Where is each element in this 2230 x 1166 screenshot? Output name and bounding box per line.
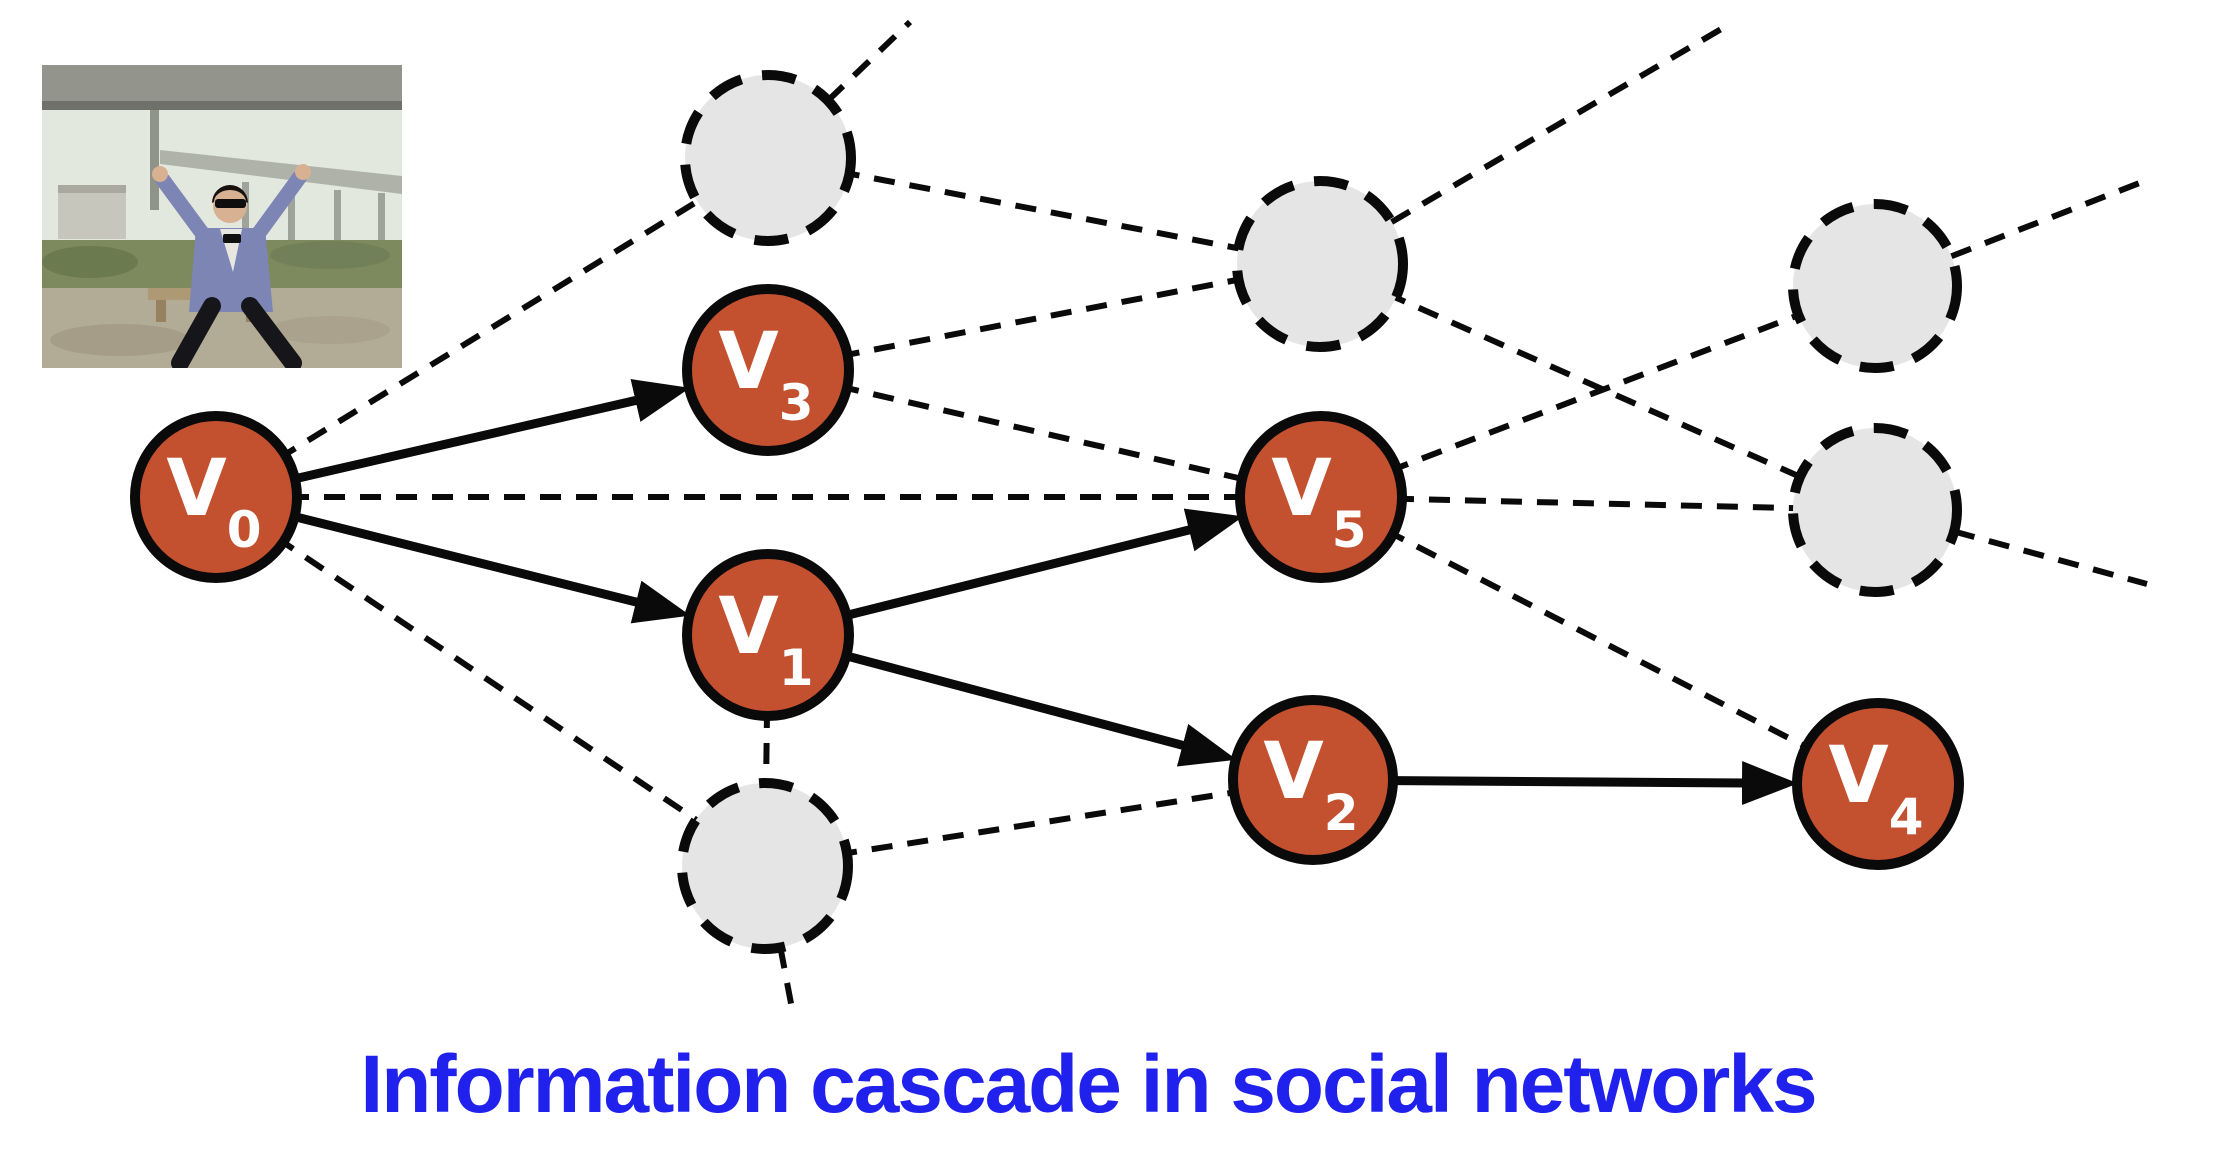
network-stub-g4	[1950, 179, 2144, 260]
diagram-title: Information cascade in social networks	[360, 1039, 1815, 1130]
network-stub-g1	[825, 19, 913, 103]
node-v3	[682, 284, 854, 456]
network-edge-v3-g3	[767, 261, 1321, 373]
node-v0	[130, 411, 302, 583]
network-edge-v5-g4	[1319, 283, 1877, 500]
cascade-arrow-v2-v4	[1390, 761, 1799, 806]
cascade-arrow-v0-v1	[291, 511, 691, 624]
inactive-node-g2	[677, 778, 853, 954]
network-edge-v5-v4	[1319, 494, 1880, 787]
node-v4	[1792, 698, 1964, 870]
node-v2	[1228, 695, 1398, 865]
inactive-node-g1	[680, 70, 856, 246]
node-v1	[682, 549, 854, 721]
dancing-man-photo	[42, 65, 402, 368]
inactive-node-g5	[1788, 423, 1962, 597]
network-edge-v0-g2	[214, 494, 767, 869]
cascade-arrow-v0-v3	[291, 379, 691, 484]
network-edge-g2-v2	[764, 777, 1314, 869]
inactive-node-g3	[1232, 176, 1408, 352]
cascade-arrow-v1-v5	[843, 508, 1244, 621]
network-edge-g3-g5	[1318, 261, 1877, 513]
network-stub-g2	[777, 946, 796, 1015]
network-edge-v5-g5	[1320, 494, 1876, 513]
network-edge-v3-v5	[767, 367, 1322, 500]
network-stub-g5	[1953, 528, 2148, 587]
node-v5	[1235, 411, 1407, 583]
network-stub-g3	[1390, 25, 1725, 225]
cascade-arrow-v1-v2	[843, 650, 1237, 767]
network-edge-g1-g3	[767, 155, 1321, 267]
inactive-node-g4	[1788, 199, 1962, 373]
